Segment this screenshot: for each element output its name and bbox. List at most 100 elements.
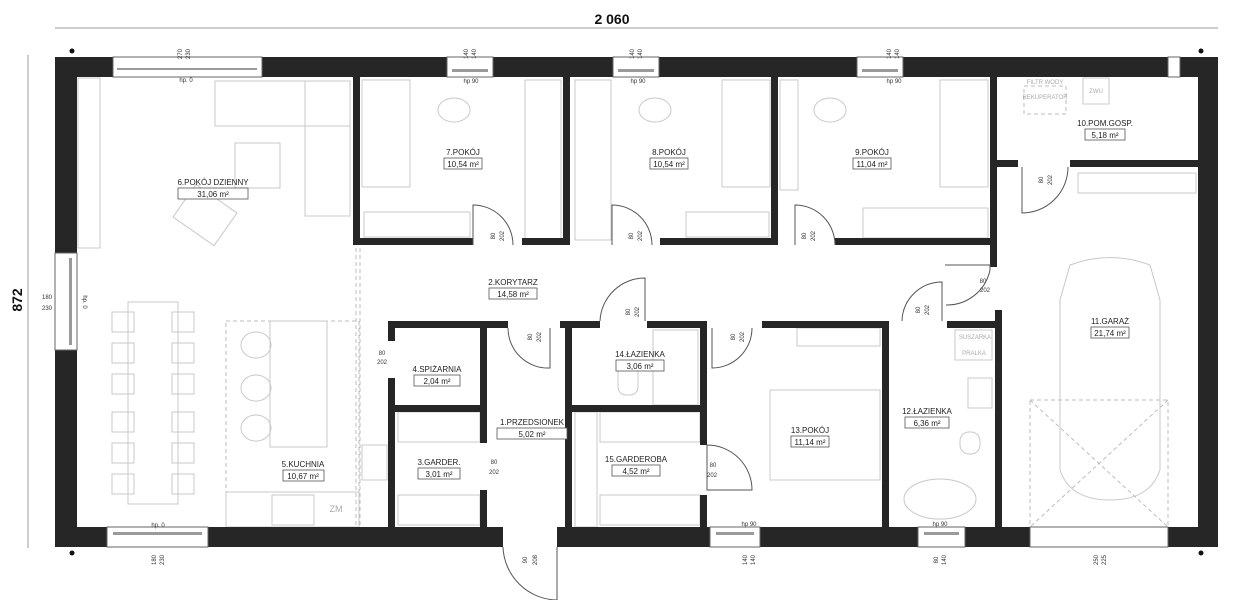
room-8-label: 8.POKÓJ 10,54 m² — [649, 148, 689, 170]
svg-text:6,36 m²: 6,36 m² — [913, 419, 940, 428]
room-11-label: 11.GARAŻ 21,74 m² — [1090, 317, 1130, 339]
room-15-label: 15.GARDEROBA 4,52 m² — [605, 455, 668, 477]
room-10-label: 10.POM.GOSP. 5,18 m² — [1077, 119, 1133, 141]
svg-text:225: 225 — [1102, 554, 1108, 565]
svg-text:140: 140 — [630, 48, 636, 59]
svg-text:5,18 m²: 5,18 m² — [1091, 131, 1118, 140]
svg-text:80: 80 — [802, 232, 808, 239]
svg-text:270: 270 — [178, 48, 184, 59]
svg-text:hp 90: hp 90 — [741, 522, 757, 528]
total-width-label: 2 060 — [594, 11, 629, 27]
svg-text:2,04 m²: 2,04 m² — [423, 377, 450, 386]
svg-text:10.POM.GOSP.: 10.POM.GOSP. — [1077, 119, 1133, 128]
svg-text:230: 230 — [160, 554, 166, 565]
svg-text:FILTR WODY: FILTR WODY — [1027, 80, 1064, 86]
svg-text:140: 140 — [472, 48, 478, 59]
svg-text:80: 80 — [491, 460, 498, 466]
room-5-label: 5.KUCHNIA 10,67 m² — [282, 460, 325, 482]
room-13-label: 13.POKÓJ 11,14 m² — [790, 426, 830, 448]
svg-text:80: 80 — [626, 308, 632, 315]
window-labels: 270 230 hp. 0 140 140 hp 90 140 140 hp 9… — [42, 48, 1108, 565]
svg-text:80: 80 — [934, 556, 940, 563]
svg-text:202: 202 — [707, 473, 718, 479]
svg-text:6.POKÓJ DZIENNY: 6.POKÓJ DZIENNY — [177, 178, 249, 187]
doors — [472, 166, 1069, 600]
svg-text:140: 140 — [942, 554, 948, 565]
svg-text:80: 80 — [731, 333, 737, 340]
svg-text:230: 230 — [186, 48, 192, 59]
svg-text:hp 90: hp 90 — [463, 79, 479, 85]
svg-text:ZWU: ZWU — [1089, 89, 1103, 95]
svg-text:202: 202 — [489, 470, 500, 476]
svg-text:230: 230 — [42, 306, 53, 312]
svg-text:80: 80 — [1039, 176, 1045, 183]
svg-text:1.PRZEDSIONEK: 1.PRZEDSIONEK — [500, 418, 565, 427]
svg-text:3,06 m²: 3,06 m² — [626, 362, 653, 371]
svg-text:208: 208 — [533, 554, 539, 565]
svg-text:202: 202 — [1048, 174, 1054, 185]
room-4-label: 4.SPIŻARNIA 2,04 m² — [413, 365, 463, 387]
svg-text:140: 140 — [887, 48, 893, 59]
svg-text:11.GARAŻ: 11.GARAŻ — [1091, 317, 1129, 326]
svg-text:13.POKÓJ: 13.POKÓJ — [791, 426, 829, 435]
svg-text:2.KORYTARZ: 2.KORYTARZ — [488, 278, 538, 287]
svg-text:3.GARDER.: 3.GARDER. — [417, 458, 460, 467]
svg-text:3,01 m²: 3,01 m² — [425, 470, 452, 479]
svg-text:250: 250 — [1094, 554, 1100, 565]
svg-text:80: 80 — [528, 333, 534, 340]
svg-text:140: 140 — [751, 554, 757, 565]
room-2-label: 2.KORYTARZ 14,58 m² — [488, 278, 538, 300]
svg-text:202: 202 — [925, 304, 931, 315]
svg-text:180: 180 — [152, 554, 158, 565]
svg-text:80: 80 — [916, 306, 922, 313]
svg-text:15.GARDEROBA: 15.GARDEROBA — [605, 455, 668, 464]
svg-text:202: 202 — [980, 288, 991, 294]
total-depth-label: 872 — [9, 288, 25, 312]
svg-text:202: 202 — [500, 230, 506, 241]
svg-text:80: 80 — [710, 463, 717, 469]
svg-text:PRALKA: PRALKA — [962, 351, 986, 357]
walls — [55, 57, 1218, 547]
svg-text:202: 202 — [638, 230, 644, 241]
svg-text:140: 140 — [638, 48, 644, 59]
room-6-label: 6.POKÓJ DZIENNY 31,06 m² — [177, 178, 249, 200]
svg-text:REKUPERATOR: REKUPERATOR — [1022, 95, 1068, 101]
svg-text:80: 80 — [379, 351, 386, 357]
svg-text:80: 80 — [491, 232, 497, 239]
svg-text:4,52 m²: 4,52 m² — [622, 467, 649, 476]
svg-text:31,06 m²: 31,06 m² — [197, 190, 229, 199]
svg-text:202: 202 — [740, 331, 746, 342]
svg-text:11,14 m²: 11,14 m² — [795, 438, 826, 447]
svg-text:202: 202 — [537, 331, 543, 342]
appliance-labels: FILTR WODY REKUPERATOR ZWU SUSZARKA PRAL… — [330, 80, 1103, 514]
svg-text:140: 140 — [895, 48, 901, 59]
svg-text:hp. 0: hp. 0 — [81, 295, 87, 309]
room-7-label: 7.POKÓJ 10,54 m² — [443, 148, 483, 170]
svg-text:10,67 m²: 10,67 m² — [287, 472, 319, 481]
svg-text:12.ŁAZIENKA: 12.ŁAZIENKA — [902, 407, 952, 416]
svg-text:SUSZARKA: SUSZARKA — [959, 335, 991, 341]
svg-text:8.POKÓJ: 8.POKÓJ — [652, 148, 686, 157]
svg-text:9.POKÓJ: 9.POKÓJ — [855, 148, 889, 157]
svg-text:5.KUCHNIA: 5.KUCHNIA — [282, 460, 325, 469]
svg-text:4.SPIŻARNIA: 4.SPIŻARNIA — [413, 365, 463, 374]
dining-chairs — [111, 311, 195, 495]
svg-text:hp. 0: hp. 0 — [179, 78, 193, 84]
svg-text:202: 202 — [811, 230, 817, 241]
svg-text:10,54 m²: 10,54 m² — [447, 160, 479, 169]
svg-text:10,54 m²: 10,54 m² — [653, 160, 685, 169]
windows — [54, 56, 1181, 548]
svg-text:80: 80 — [629, 232, 635, 239]
svg-text:hp. 0: hp. 0 — [151, 523, 165, 529]
svg-text:80: 80 — [980, 279, 987, 285]
svg-text:7.POKÓJ: 7.POKÓJ — [446, 148, 480, 157]
svg-text:180: 180 — [42, 295, 53, 301]
svg-text:ZM: ZM — [330, 504, 343, 514]
svg-text:21,74 m²: 21,74 m² — [1094, 329, 1126, 338]
svg-text:14,58 m²: 14,58 m² — [497, 290, 529, 299]
svg-text:hp 90: hp 90 — [886, 79, 902, 85]
